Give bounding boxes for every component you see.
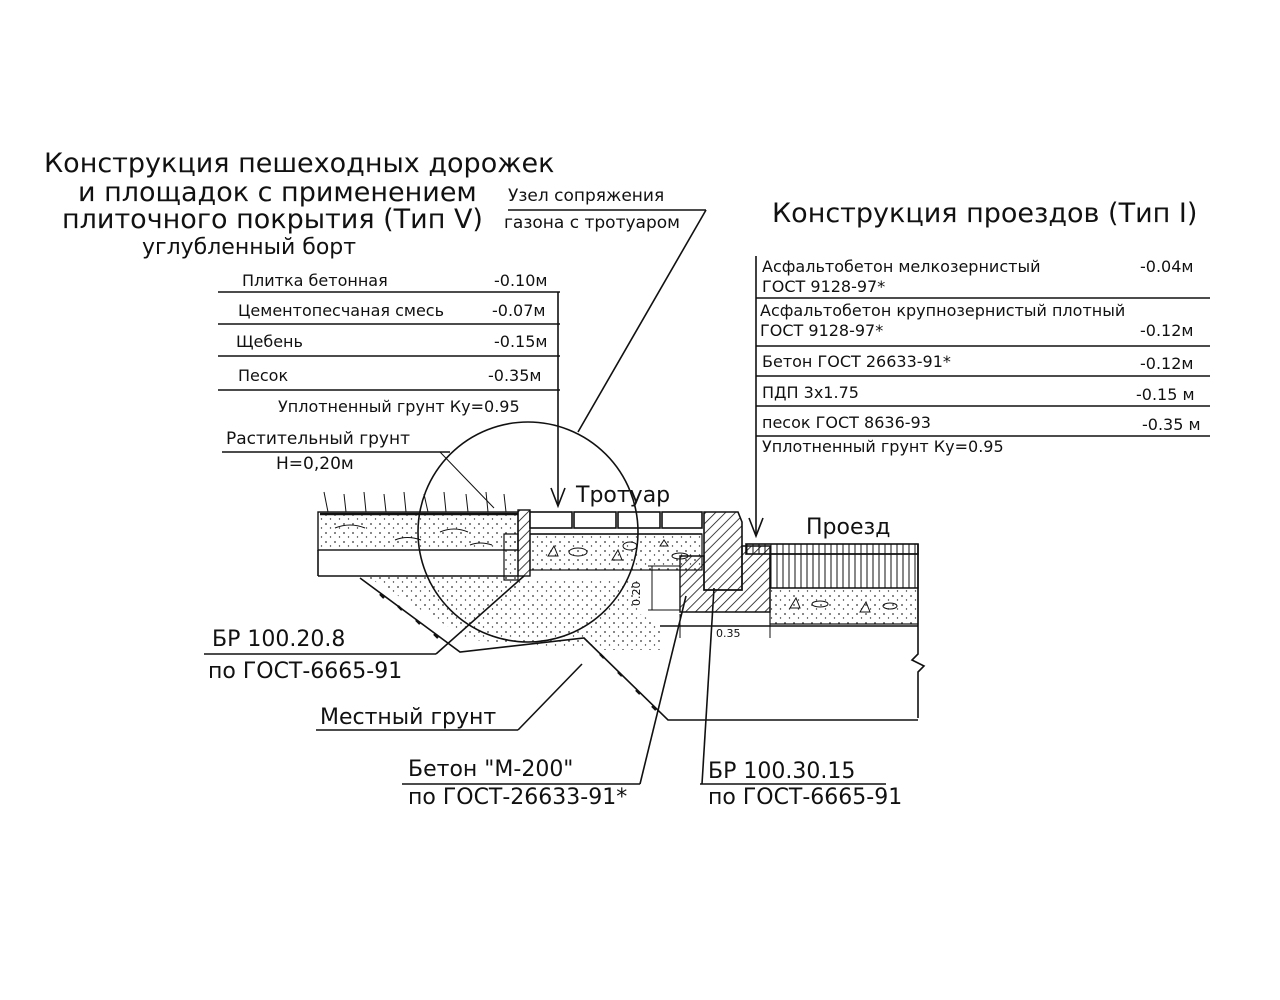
concrete-base: [679, 545, 771, 613]
sidewalk-tiles: [529, 511, 703, 529]
ped-layer-3-thickness: -0.15м: [494, 332, 547, 351]
grass-symbols: [323, 491, 507, 513]
ped-layer-3-name: Щебень: [236, 332, 303, 351]
large-curb-label-1: БР 100.30.15: [708, 759, 855, 784]
pedestrian-title-line-1: Конструкция пешеходных дорожек: [44, 148, 554, 179]
topsoil-height-label: Н=0,20м: [276, 454, 354, 474]
large-curb-label-2: по ГОСТ-6665-91: [708, 785, 902, 810]
drv-layer-5-name: песок ГОСТ 8636-93: [762, 413, 931, 432]
pedestrian-title-line-3: плиточного покрытия (Тип V): [62, 204, 483, 235]
small-curb: [517, 509, 531, 577]
sidewalk-label: Тротуар: [575, 483, 670, 508]
drv-layer-2-thickness: -0.12м: [1140, 321, 1193, 340]
drv-base-label: Уплотненный грунт Ку=0.95: [762, 437, 1004, 456]
concrete-label-2: по ГОСТ-26633-91*: [408, 785, 627, 810]
ped-layer-2-name: Цементопесчаная смесь: [238, 301, 444, 320]
node-title-line-1: Узел сопряжения: [508, 186, 664, 206]
node-title-line-2: газона с тротуаром: [504, 213, 680, 233]
ped-layer-2-thickness: -0.07м: [492, 301, 545, 320]
sand-layer: [366, 576, 660, 650]
drv-layer-1-name-a: Асфальтобетон мелкозернистый: [762, 257, 1040, 276]
driveway-title: Конструкция проездов (Тип I): [772, 198, 1197, 229]
road-stone-symbols: [789, 596, 898, 613]
small-curb-label-2: по ГОСТ-6665-91: [208, 659, 402, 684]
drv-layer-4-thickness: -0.15 м: [1136, 385, 1195, 404]
large-curb-callout: БР 100.30.15 по ГОСТ-6665-91: [700, 587, 902, 810]
drv-layer-4-name: ПДП 3х1.75: [762, 383, 859, 402]
ped-layer-1-thickness: -0.10м: [494, 271, 547, 290]
concrete-road-layer: [769, 587, 919, 625]
pedestrian-title-line-4: углубленный борт: [142, 235, 356, 260]
ped-layer-4-name: Песок: [238, 366, 288, 385]
drv-layer-2-name-b: ГОСТ 9128-97*: [760, 321, 883, 340]
drv-layer-5-thickness: -0.35 м: [1142, 415, 1201, 434]
local-soil-label: Местный грунт: [320, 705, 496, 730]
drv-layer-1-thickness: -0.04м: [1140, 257, 1193, 276]
topsoil-callout: Растительный грунт Н=0,20м: [222, 429, 495, 509]
node-title: Узел сопряжения газона с тротуаром: [504, 186, 707, 433]
ground-hatch-marks: [379, 593, 657, 711]
pedestrian-layer-table: Плитка бетонная -0.10м Цементопесчаная с…: [218, 271, 566, 509]
concrete-callout: Бетон "М-200" по ГОСТ-26633-91*: [402, 595, 687, 810]
node-leader-line: [577, 209, 707, 433]
detail-node-circle: [417, 421, 639, 643]
crushed-stone-layer: [529, 533, 703, 571]
small-curb-callout: БР 100.20.8 по ГОСТ-6665-91: [204, 575, 525, 684]
local-soil-callout: Местный грунт: [316, 663, 583, 731]
cross-section: 0.20 0.35: [317, 421, 926, 721]
drv-layer-3-thickness: -0.12м: [1140, 354, 1193, 373]
asphalt-coarse-layer: [769, 553, 919, 589]
asphalt-fine-layer: [745, 543, 919, 555]
drv-layer-1-name-b: ГОСТ 9128-97*: [762, 277, 885, 296]
drv-layer-2-name-a: Асфальтобетон крупнозернистый плотный: [760, 301, 1125, 320]
small-curb-label-1: БР 100.20.8: [212, 627, 345, 652]
concrete-label-1: Бетон "М-200": [408, 757, 573, 782]
ped-layer-4-thickness: -0.35м: [488, 366, 541, 385]
driveway-label: Проезд: [806, 515, 890, 540]
driveway-layer-table: Асфальтобетон мелкозернистый ГОСТ 9128-9…: [748, 256, 1210, 539]
pedestrian-title: Конструкция пешеходных дорожек и площадо…: [44, 148, 554, 260]
dim-horizontal-label: 0.35: [716, 627, 741, 640]
large-curb: [703, 511, 743, 591]
ped-base-label: Уплотненный грунт Ку=0.95: [278, 397, 520, 416]
ped-layer-1-name: Плитка бетонная: [242, 271, 388, 290]
excavation-line: [359, 577, 918, 721]
pedestrian-title-line-2: и площадок с применением: [78, 177, 477, 208]
drv-layer-3-name: Бетон ГОСТ 26633-91*: [762, 352, 951, 371]
topsoil-label: Растительный грунт: [226, 429, 410, 449]
dim-vertical-label: 0.20: [630, 582, 643, 607]
